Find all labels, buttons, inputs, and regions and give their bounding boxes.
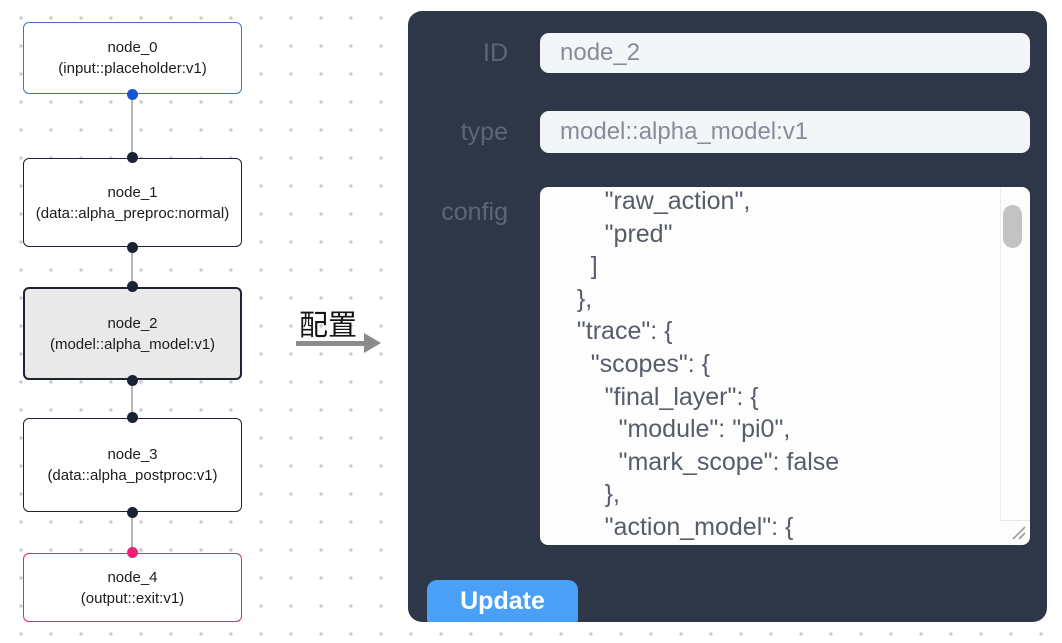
config-json-textarea[interactable]: "raw_action", "pred" ] }, "trace": { "sc…	[540, 187, 1030, 545]
node2-source-handle[interactable]	[127, 375, 138, 386]
node3-source-handle[interactable]	[127, 507, 138, 518]
flow-node-node_3[interactable]: node_3 (data::alpha_postproc:v1)	[23, 418, 242, 512]
edge-node1-node2	[131, 247, 133, 287]
resize-grip-icon[interactable]	[1009, 523, 1027, 541]
edge-node0-node1	[131, 94, 133, 158]
flow-node-node_1[interactable]: node_1 (data::alpha_preproc:normal)	[23, 158, 242, 247]
node1-target-handle[interactable]	[127, 152, 138, 163]
arrow-right-icon	[296, 331, 382, 355]
type-input[interactable]	[540, 111, 1030, 153]
node2-target-handle[interactable]	[127, 281, 138, 292]
arrow-shaft	[296, 341, 366, 346]
config-field-label: config	[441, 198, 508, 226]
flow-node-node_4[interactable]: node_4 (output::exit:v1)	[23, 553, 242, 622]
id-input[interactable]	[540, 33, 1030, 73]
type-field-label: type	[460, 118, 508, 146]
edge-node3-node4	[131, 512, 133, 553]
flow-node-node_2-selected[interactable]: node_2 (model::alpha_model:v1)	[23, 287, 242, 380]
node-subtitle: (output::exit:v1)	[80, 589, 185, 607]
node-title: node_3	[107, 446, 158, 463]
node-title: node_2	[107, 314, 158, 332]
node-subtitle: (data::alpha_postproc:v1)	[47, 467, 218, 484]
config-json-content: "raw_action", "pred" ] }, "trace": { "sc…	[576, 187, 840, 541]
node-subtitle: (data::alpha_preproc:normal)	[35, 204, 230, 222]
arrow-head	[364, 333, 381, 353]
node4-target-handle[interactable]	[127, 547, 138, 558]
id-field-label: ID	[483, 39, 508, 67]
scrollbar-track-divider	[1000, 187, 1001, 520]
flow-node-node_0[interactable]: node_0 (input::placeholder:v1)	[23, 22, 242, 94]
node-title: node_1	[107, 183, 158, 201]
config-annotation-label: 配置	[299, 310, 358, 342]
node-title: node_4	[107, 568, 158, 586]
node-subtitle: (model::alpha_model:v1)	[49, 335, 216, 353]
edge-node2-node3	[131, 380, 133, 418]
node3-target-handle[interactable]	[127, 412, 138, 423]
update-button[interactable]: Update	[427, 580, 578, 622]
scrollbar-thumb[interactable]	[1003, 205, 1022, 248]
node-title: node_0	[107, 39, 158, 56]
node-subtitle: (input::placeholder:v1)	[58, 60, 207, 77]
node0-source-handle[interactable]	[127, 89, 138, 100]
node1-source-handle[interactable]	[127, 242, 138, 253]
node-config-panel: ID type config "raw_action", "pred" ] },…	[408, 11, 1047, 622]
scrollbar-corner-divider	[1000, 520, 1030, 521]
